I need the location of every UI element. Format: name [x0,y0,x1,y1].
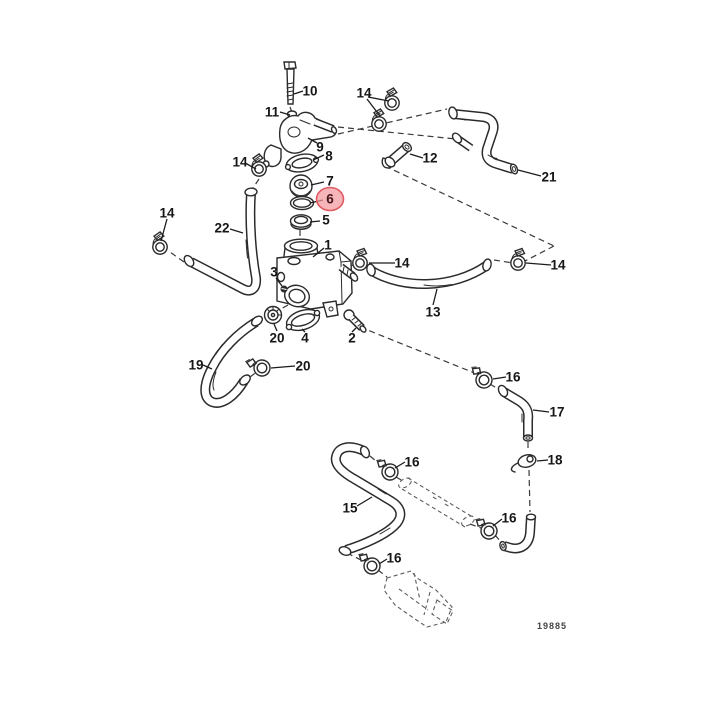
ghost-water-tube [398,477,475,528]
thermostat-housing-1 [276,238,359,318]
hose-19 [200,315,264,408]
fitting-2 [343,309,367,333]
gasket-4 [285,308,321,332]
hose-22 [183,187,262,296]
highlight-ellipse [315,186,345,212]
figure-code: 19885 [537,621,568,631]
gasket-8 [284,153,320,173]
ghost-pump-assembly [383,570,454,628]
plug-3 [280,285,288,293]
seal-6 [289,195,315,211]
hose-21 [448,106,519,175]
thermostat-7 [289,174,313,198]
bolt-10 [283,61,297,105]
hose-17 [497,384,534,442]
sleeve-5 [289,214,313,230]
hose-elbow-lower [499,513,537,554]
hose-13 [366,258,492,289]
clamps [148,86,526,576]
thermostat-cover-9 [260,111,338,173]
hose-15 [330,442,406,556]
fitting-12 [381,141,413,169]
fitting-18 [510,454,537,473]
